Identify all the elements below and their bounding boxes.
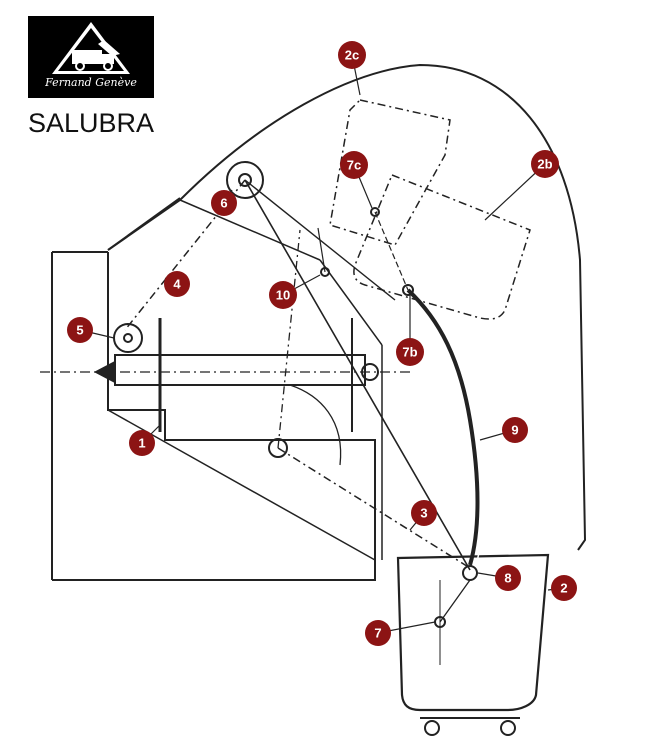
callout-5: 5 — [67, 317, 93, 343]
svg-text:2: 2 — [560, 581, 567, 596]
svg-text:9: 9 — [511, 423, 518, 438]
callout-3: 3 — [411, 500, 437, 526]
bin-wheel-right — [500, 720, 516, 736]
svg-text:5: 5 — [76, 323, 83, 338]
hydraulic-ram — [114, 354, 366, 386]
callout-6: 6 — [211, 190, 237, 216]
pulley-5 — [113, 323, 143, 353]
callout-2c: 2c — [338, 41, 366, 69]
lever-to-ram — [277, 229, 301, 449]
joint-10 — [320, 267, 330, 277]
pulley-6 — [226, 161, 264, 199]
bin-2b-tilted — [353, 174, 531, 320]
chassis-lower-frame — [52, 252, 376, 581]
callout-10: 10 — [269, 281, 297, 309]
joint-8 — [462, 565, 478, 581]
chassis-inner — [107, 409, 376, 561]
logo-truck-badge: Fernand Genève — [28, 16, 154, 98]
ram-pivot — [361, 363, 379, 381]
callout-1: 1 — [129, 430, 155, 456]
swing-arc — [289, 384, 342, 466]
svg-text:7: 7 — [374, 626, 381, 641]
hopper-housing-outline — [107, 63, 587, 551]
svg-text:2c: 2c — [345, 48, 359, 63]
svg-text:8: 8 — [504, 571, 511, 586]
logo-brand-name: SALUBRA — [28, 108, 155, 138]
hopper-top-edge — [107, 197, 181, 251]
callout-8: 8 — [495, 565, 521, 591]
svg-text:10: 10 — [276, 288, 290, 303]
lifting-arm-4 — [124, 179, 246, 331]
svg-text:7c: 7c — [347, 158, 361, 173]
joint-7c — [370, 207, 380, 217]
lever-pivot — [268, 438, 288, 458]
bin-2c-upper — [329, 99, 451, 246]
bin-2 — [396, 553, 550, 712]
truck-icon — [52, 22, 130, 74]
svg-text:2b: 2b — [537, 157, 552, 172]
callout-2b: 2b — [531, 150, 559, 178]
ram-tip — [93, 360, 116, 384]
joint-7b — [402, 284, 414, 296]
callout-9: 9 — [502, 417, 528, 443]
frame-diagonal-2 — [319, 259, 383, 346]
logo-signature: Fernand Genève — [45, 76, 137, 89]
callout-4: 4 — [164, 271, 190, 297]
guide-tube-9 — [406, 288, 480, 566]
svg-text:6: 6 — [220, 196, 227, 211]
svg-text:4: 4 — [173, 277, 181, 292]
callout-2: 2 — [551, 575, 577, 601]
salubra-logo: Fernand Genève SALUBRA — [28, 16, 154, 139]
svg-text:1: 1 — [138, 436, 145, 451]
svg-text:3: 3 — [420, 506, 427, 521]
callout-7c: 7c — [340, 151, 368, 179]
lever-arm-3 — [277, 447, 471, 569]
svg-text:7b: 7b — [402, 345, 417, 360]
callout-7b: 7b — [396, 338, 424, 366]
frame-diagonal — [179, 199, 321, 261]
bin-wheel-left — [424, 720, 440, 736]
callout-7: 7 — [365, 620, 391, 646]
